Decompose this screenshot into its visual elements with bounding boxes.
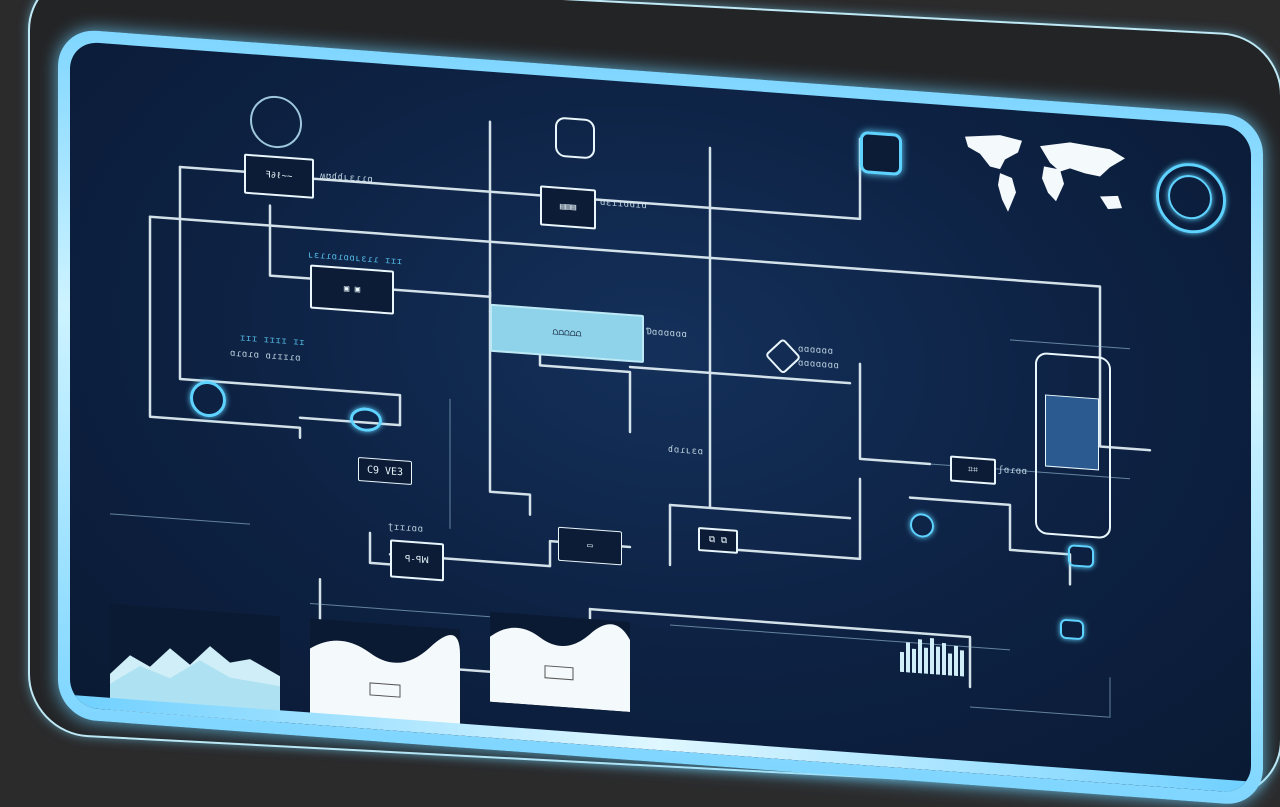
- screen-frame: ꟻ∂ℓ~~ ʍʊɗɗʟɛɾɾɑ ▤▤▤ ɑɛɾɾɑɑɾɑ ▣ ▣: [58, 28, 1263, 807]
- router-node[interactable]: ⧉ ⧉: [698, 526, 738, 554]
- storage-node[interactable]: ▣ ▣: [310, 264, 394, 315]
- cluster-icon: [555, 116, 595, 160]
- highlighted-process-label: ⩍⩍⩍⩍⩍: [552, 327, 582, 340]
- hub-node-label: ▤▤▤: [559, 201, 577, 214]
- world-map-icon: [965, 135, 1125, 212]
- mini-chart-3: [490, 611, 630, 713]
- storage-node-label: ▣ ▣: [343, 283, 361, 296]
- screen-node[interactable]: ▭: [558, 526, 622, 566]
- code-node[interactable]: C9 VE3: [358, 457, 412, 485]
- connector-ring-icon[interactable]: [1068, 544, 1094, 569]
- phone-mockup[interactable]: [1035, 351, 1111, 540]
- gateway-node[interactable]: ⌗⌗: [950, 455, 996, 485]
- diagram-screen: ꟻ∂ℓ~~ ʍʊɗɗʟɛɾɾɑ ▤▤▤ ɑɛɾɾɑɑɾɑ ▣ ▣: [70, 40, 1251, 794]
- screen-node-label: ▭: [587, 540, 593, 552]
- source-node-label: ꟻ∂ℓ~~: [265, 170, 293, 183]
- hub-node[interactable]: ▤▤▤: [540, 185, 596, 230]
- gateway-caption: ʃɑɾɑɑ: [998, 465, 1028, 478]
- bar-graph-icon: [900, 638, 964, 677]
- key-ring-icon[interactable]: [1060, 618, 1084, 641]
- phone-screen: [1045, 394, 1099, 471]
- gateway-node-label: ⌗⌗: [967, 464, 979, 476]
- qr-node[interactable]: ꟼ-ꟼꟽ: [390, 539, 444, 582]
- router-node-label: ⧉ ⧉: [708, 534, 728, 547]
- qr-node-label: ꟼ-ꟼꟽ: [404, 554, 430, 567]
- device-icon[interactable]: [860, 130, 902, 176]
- source-node[interactable]: ꟻ∂ℓ~~: [244, 153, 314, 199]
- mini-chart-2: [310, 618, 460, 730]
- code-node-label: C9 VE3: [366, 464, 404, 478]
